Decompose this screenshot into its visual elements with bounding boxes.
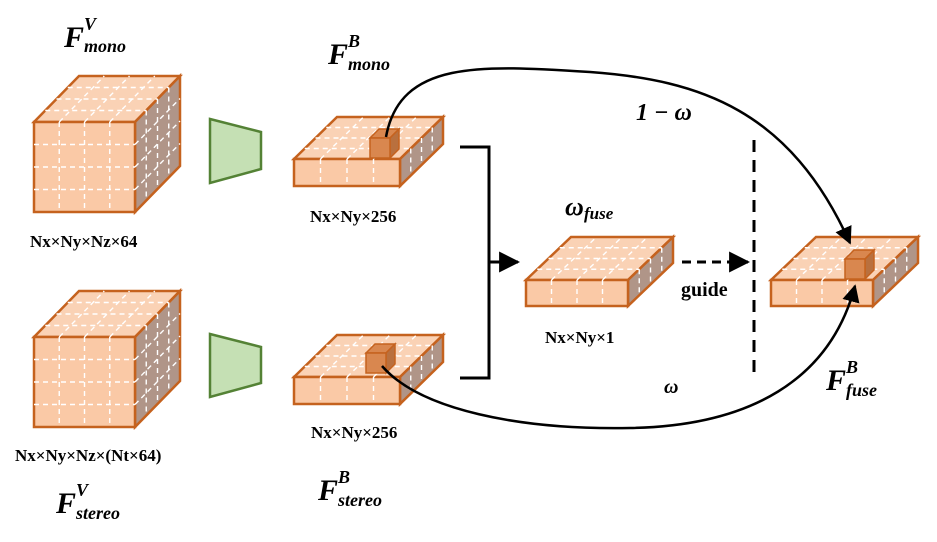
one-minus-omega-label: 1 − ω [636, 100, 692, 126]
inner-cube-front [369, 137, 391, 159]
svg-text:B: B [845, 357, 858, 377]
mono-bev-encoder [208, 117, 263, 185]
svg-text:F: F [825, 364, 846, 397]
one-minus-omega-arrow [384, 67, 852, 245]
stereo-bev-feature-map [290, 332, 447, 407]
svg-text:fuse: fuse [584, 204, 614, 223]
svg-text:fuse: fuse [846, 380, 877, 400]
mono-voxel-volume [31, 72, 183, 216]
inner-cube-front [365, 352, 387, 374]
grid-line [58, 290, 105, 338]
stereo-voxel-volume [31, 287, 183, 431]
inner-cube-front [844, 258, 866, 280]
svg-text:stereo: stereo [75, 503, 120, 523]
svg-text:V: V [84, 14, 98, 34]
svg-text:B: B [347, 31, 360, 51]
grid-line [346, 116, 391, 160]
stereo-bev-dims: Nx×Ny×256 [311, 423, 397, 442]
grid-line [134, 143, 181, 190]
fused-bev-feature-map [767, 234, 922, 309]
weight-symbol: ω fuse [565, 192, 614, 223]
mono-bev-dims: Nx×Ny×256 [310, 207, 396, 226]
fused-bev-symbol: F B fuse [825, 357, 877, 400]
svg-text:B: B [337, 467, 350, 487]
grid-line [551, 236, 597, 281]
omega-arrow [381, 284, 860, 430]
mono-bev-feature-map [290, 114, 447, 189]
mono-voxel-dims: Nx×Ny×Nz×64 [30, 232, 138, 251]
grid-line [109, 290, 156, 338]
svg-text:F: F [327, 38, 348, 71]
grid-line [134, 335, 181, 383]
grid-line [83, 290, 131, 338]
stereo-voxel-dims: Nx×Ny×Nz×(Nt×64) [15, 446, 161, 465]
svg-text:mono: mono [348, 54, 390, 74]
guide-label: guide [681, 279, 728, 301]
mono-bev-symbol: F B mono [327, 31, 390, 74]
fuse-weight-map [522, 234, 677, 309]
stereo-bev-encoder [208, 332, 263, 399]
svg-text:F: F [55, 487, 76, 520]
merge-bracket [460, 145, 491, 380]
grid-line [134, 120, 181, 168]
grid-line [134, 358, 181, 405]
svg-text:F: F [63, 21, 84, 54]
grid-line [320, 334, 364, 378]
grid-line [796, 236, 842, 281]
weight-dims: Nx×Ny×1 [545, 328, 614, 347]
grid-line [576, 236, 623, 281]
grid-line [58, 75, 105, 123]
svg-text:V: V [76, 480, 90, 500]
svg-text:F: F [317, 474, 338, 507]
svg-text:stereo: stereo [337, 490, 382, 510]
svg-text:ω: ω [565, 192, 584, 221]
stereo-voxel-symbol: F V stereo [55, 480, 120, 523]
grid-line [134, 98, 181, 145]
grid-line [320, 116, 364, 160]
svg-text:mono: mono [84, 36, 126, 56]
stereo-bev-symbol: F B stereo [317, 467, 382, 510]
grid-line [109, 75, 156, 123]
grid-line [83, 75, 131, 123]
mono-voxel-symbol: F V mono [63, 14, 126, 56]
grid-line [134, 313, 181, 360]
omega-label: ω [664, 376, 678, 398]
